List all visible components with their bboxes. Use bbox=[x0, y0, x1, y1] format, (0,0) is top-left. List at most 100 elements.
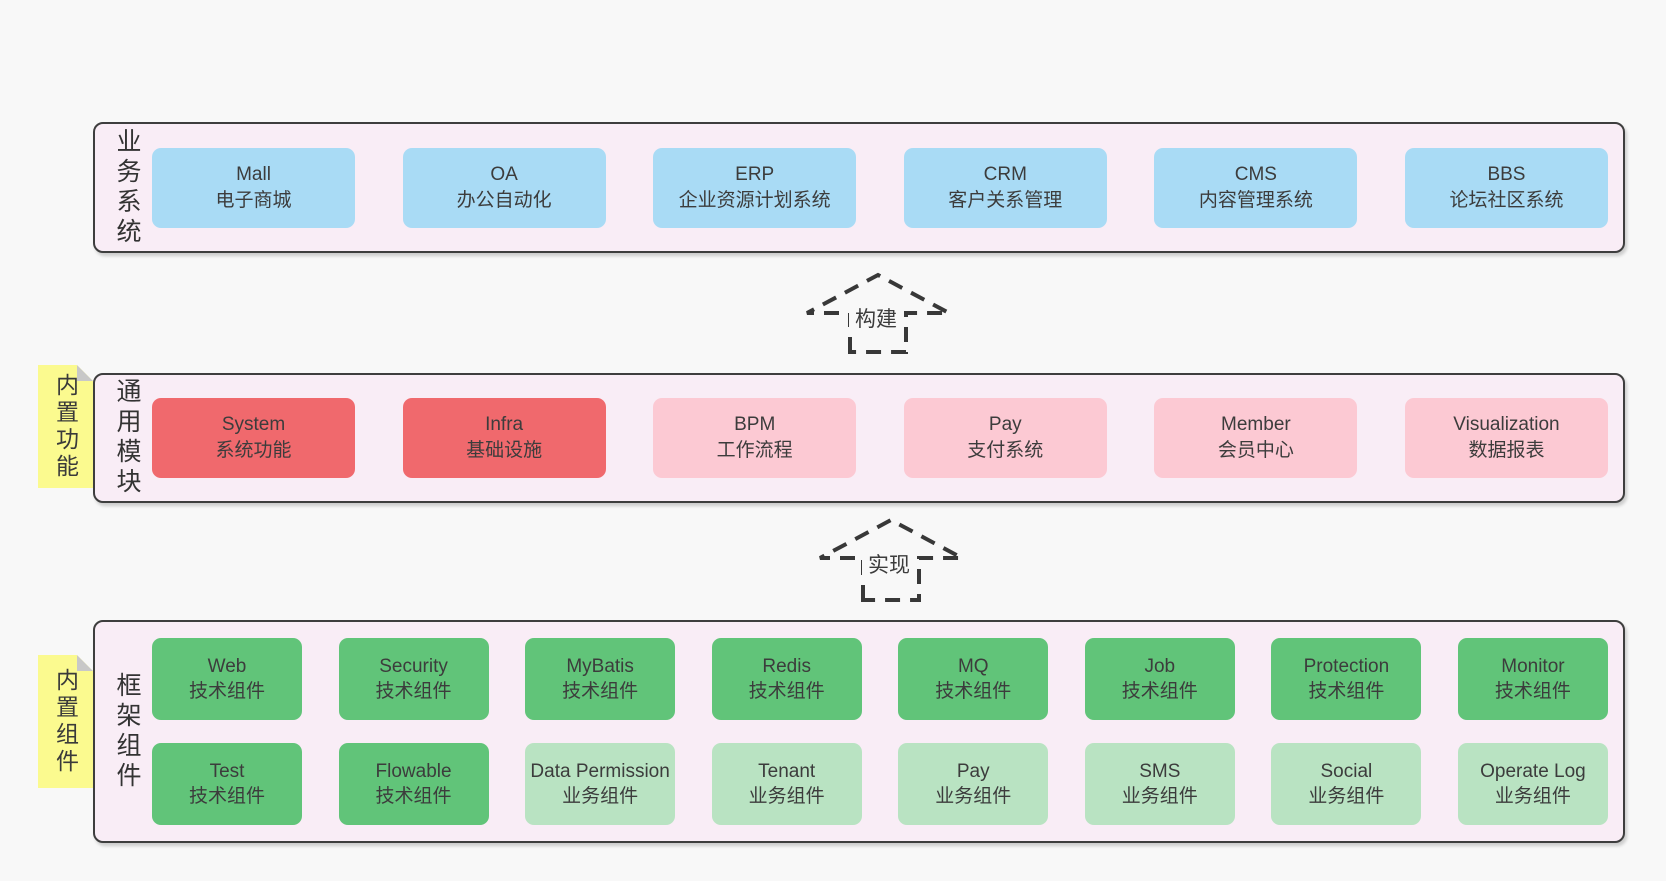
box-subtitle: 工作流程 bbox=[716, 440, 793, 461]
box-title: MQ bbox=[957, 656, 989, 677]
box-title: Monitor bbox=[1501, 656, 1565, 677]
box-subtitle: 技术组件 bbox=[188, 681, 265, 702]
box-title: BBS bbox=[1487, 163, 1526, 185]
box-subtitle: 业务组件 bbox=[1121, 786, 1198, 807]
panel-label: 框架组件 bbox=[113, 671, 141, 792]
panel-business-systems: 业务系统 Mall 电子商城 OA 办公自动化 ERP 企业资源计划系统 CRM… bbox=[93, 122, 1625, 253]
box-mybatis: MyBatis 技术组件 bbox=[525, 638, 676, 720]
business-box-row: Mall 电子商城 OA 办公自动化 ERP 企业资源计划系统 CRM 客户关系… bbox=[152, 124, 1608, 251]
box-bbs: BBS 论坛社区系统 bbox=[1404, 147, 1608, 228]
box-crm: CRM 客户关系管理 bbox=[903, 147, 1107, 228]
box-title: Operate Log bbox=[1480, 761, 1586, 782]
box-cms: CMS 内容管理系统 bbox=[1154, 147, 1358, 228]
box-erp: ERP 企业资源计划系统 bbox=[653, 147, 857, 228]
box-subtitle: 业务组件 bbox=[562, 786, 639, 807]
box-title: CRM bbox=[983, 163, 1027, 185]
box-title: BPM bbox=[734, 414, 776, 435]
box-tenant: Tenant 业务组件 bbox=[711, 743, 862, 825]
box-subtitle: 系统功能 bbox=[215, 440, 292, 461]
box-test: Test 技术组件 bbox=[152, 743, 302, 825]
box-social: Social 业务组件 bbox=[1271, 743, 1422, 825]
sticky-note-built-in-components: 内置组件 bbox=[38, 655, 93, 788]
box-title: ERP bbox=[735, 163, 775, 185]
box-subtitle: 技术组件 bbox=[935, 681, 1012, 702]
box-system: System 系统功能 bbox=[152, 398, 355, 478]
box-subtitle: 支付系统 bbox=[967, 440, 1044, 461]
box-member: Member 会员中心 bbox=[1154, 398, 1358, 478]
box-pay-component: Pay 业务组件 bbox=[898, 743, 1049, 825]
box-subtitle: 会员中心 bbox=[1217, 440, 1294, 461]
box-operate-log: Operate Log 业务组件 bbox=[1457, 743, 1608, 825]
box-subtitle: 客户关系管理 bbox=[948, 189, 1063, 211]
box-mq: MQ 技术组件 bbox=[898, 638, 1049, 720]
box-oa: OA 办公自动化 bbox=[402, 147, 606, 228]
framework-row-1: Web 技术组件 Security 技术组件 MyBatis 技术组件 Redi… bbox=[152, 638, 1608, 720]
box-subtitle: 企业资源计划系统 bbox=[678, 189, 831, 211]
box-job: Job 技术组件 bbox=[1084, 638, 1235, 720]
box-title: Test bbox=[209, 761, 245, 782]
box-subtitle: 技术组件 bbox=[375, 786, 452, 807]
box-title: Redis bbox=[762, 656, 811, 677]
box-title: Data Permission bbox=[530, 761, 670, 782]
box-title: SMS bbox=[1139, 761, 1181, 782]
sticky-note-text: 内置功能 bbox=[52, 372, 79, 481]
box-title: Tenant bbox=[758, 761, 816, 782]
framework-row-2: Test 技术组件 Flowable 技术组件 Data Permission … bbox=[152, 743, 1608, 825]
box-subtitle: 电子商城 bbox=[215, 189, 292, 211]
box-title: Mall bbox=[236, 163, 271, 185]
box-subtitle: 技术组件 bbox=[1121, 681, 1198, 702]
box-title: OA bbox=[490, 163, 518, 185]
box-pay-system: Pay 支付系统 bbox=[903, 398, 1107, 478]
box-flowable: Flowable 技术组件 bbox=[338, 743, 489, 825]
box-infra: Infra 基础设施 bbox=[402, 398, 606, 478]
box-title: Job bbox=[1144, 656, 1176, 677]
folded-corner-icon bbox=[77, 655, 93, 671]
box-data-permission: Data Permission 业务组件 bbox=[525, 743, 676, 825]
box-subtitle: 业务组件 bbox=[748, 786, 825, 807]
box-title: Pay bbox=[956, 761, 990, 782]
panel-framework-components: 框架组件 Web 技术组件 Security 技术组件 MyBatis 技术组件… bbox=[93, 620, 1625, 843]
folded-corner-icon bbox=[77, 365, 93, 381]
box-monitor: Monitor 技术组件 bbox=[1457, 638, 1608, 720]
box-title: System bbox=[221, 414, 286, 435]
box-subtitle: 技术组件 bbox=[1494, 681, 1571, 702]
box-bpm: BPM 工作流程 bbox=[653, 398, 857, 478]
box-title: Web bbox=[207, 656, 247, 677]
box-mall: Mall 电子商城 bbox=[152, 147, 355, 228]
box-subtitle: 技术组件 bbox=[1308, 681, 1385, 702]
box-subtitle: 论坛社区系统 bbox=[1449, 189, 1564, 211]
sticky-note-built-in-features: 内置功能 bbox=[38, 365, 93, 488]
box-subtitle: 业务组件 bbox=[935, 786, 1012, 807]
box-title: Security bbox=[379, 656, 448, 677]
modules-box-row: System 系统功能 Infra 基础设施 BPM 工作流程 Pay 支付系统… bbox=[152, 375, 1608, 501]
box-redis: Redis 技术组件 bbox=[711, 638, 862, 720]
box-security: Security 技术组件 bbox=[338, 638, 489, 720]
box-visualization: Visualization 数据报表 bbox=[1404, 398, 1608, 478]
panel-label: 业务系统 bbox=[113, 127, 141, 248]
panel-label: 通用模块 bbox=[113, 378, 141, 498]
panel-common-modules: 通用模块 System 系统功能 Infra 基础设施 BPM 工作流程 Pay… bbox=[93, 373, 1625, 503]
box-title: Social bbox=[1320, 761, 1373, 782]
build-arrow-label: 构建 bbox=[849, 305, 903, 335]
box-subtitle: 技术组件 bbox=[562, 681, 639, 702]
box-title: Flowable bbox=[375, 761, 452, 782]
box-subtitle: 技术组件 bbox=[748, 681, 825, 702]
implement-arrow-label: 实现 bbox=[862, 551, 916, 581]
box-subtitle: 业务组件 bbox=[1308, 786, 1385, 807]
implement-arrow-icon bbox=[819, 517, 963, 602]
box-title: Protection bbox=[1303, 656, 1390, 677]
box-subtitle: 业务组件 bbox=[1494, 786, 1571, 807]
box-subtitle: 技术组件 bbox=[188, 786, 265, 807]
box-title: Pay bbox=[988, 414, 1022, 435]
sticky-note-text: 内置组件 bbox=[52, 667, 79, 776]
box-title: Infra bbox=[485, 414, 524, 435]
box-title: Member bbox=[1221, 414, 1291, 435]
box-title: CMS bbox=[1234, 163, 1277, 185]
box-title: Visualization bbox=[1453, 414, 1560, 435]
build-arrow-icon bbox=[806, 272, 950, 354]
box-subtitle: 技术组件 bbox=[375, 681, 452, 702]
box-subtitle: 数据报表 bbox=[1468, 440, 1545, 461]
framework-box-grid: Web 技术组件 Security 技术组件 MyBatis 技术组件 Redi… bbox=[152, 638, 1608, 825]
box-protection: Protection 技术组件 bbox=[1271, 638, 1422, 720]
